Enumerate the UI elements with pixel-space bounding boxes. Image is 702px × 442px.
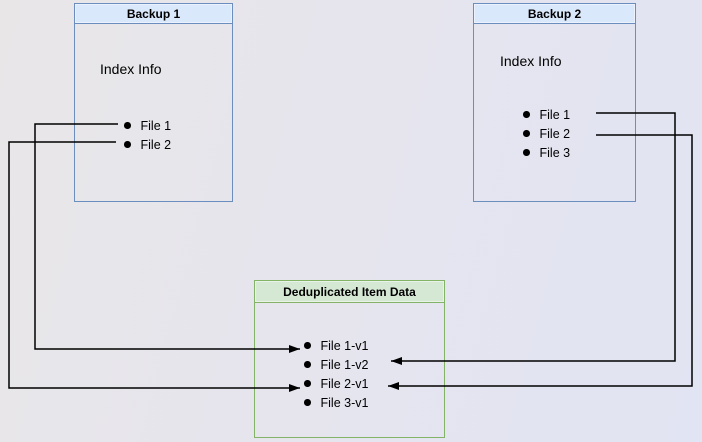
- bullet-icon: [304, 380, 311, 387]
- file-item-label: File 1: [539, 107, 571, 122]
- file-item-label: File 2: [140, 137, 172, 152]
- dedup-item-list: File 1-v1 File 1-v2 File 2-v1 File 3-v1: [255, 336, 444, 412]
- dedup-item: File 3-v1: [255, 393, 444, 412]
- dedup-item-label: File 2-v1: [320, 376, 369, 391]
- file-item: File 2: [474, 124, 635, 143]
- backup1-box: Backup 1 Index Info File 1 File 2: [74, 3, 233, 202]
- bullet-icon: [304, 361, 311, 368]
- file-item-label: File 2: [539, 126, 571, 141]
- bullet-icon: [124, 122, 131, 129]
- dedup-item-label: File 3-v1: [320, 395, 369, 410]
- dedup-item: File 1-v2: [255, 355, 444, 374]
- bullet-icon: [304, 399, 311, 406]
- bullet-icon: [523, 149, 530, 156]
- backup1-index-info-label: Index Info: [100, 61, 162, 77]
- bullet-icon: [304, 342, 311, 349]
- backup2-box: Backup 2 Index Info File 1 File 2 File 3: [473, 3, 636, 202]
- backup2-file-list: File 1 File 2 File 3: [474, 105, 635, 162]
- file-item-label: File 1: [140, 118, 172, 133]
- file-item: File 1: [75, 116, 232, 135]
- bullet-icon: [523, 130, 530, 137]
- bullet-icon: [523, 111, 530, 118]
- dedup-item-label: File 1-v1: [320, 338, 369, 353]
- bullet-icon: [124, 141, 131, 148]
- file-item: File 2: [75, 135, 232, 154]
- file-item-label: File 3: [539, 145, 571, 160]
- file-item: File 1: [474, 105, 635, 124]
- backup2-title: Backup 2: [474, 4, 635, 24]
- dedup-title: Deduplicated Item Data: [255, 281, 444, 303]
- backup1-file-list: File 1 File 2: [75, 116, 232, 154]
- backup1-title: Backup 1: [75, 4, 232, 24]
- dedup-item: File 2-v1: [255, 374, 444, 393]
- deduplicated-item-data-box: Deduplicated Item Data File 1-v1 File 1-…: [254, 280, 445, 438]
- file-item: File 3: [474, 143, 635, 162]
- backup2-index-info-label: Index Info: [500, 53, 562, 69]
- dedup-item: File 1-v1: [255, 336, 444, 355]
- dedup-item-label: File 1-v2: [320, 357, 369, 372]
